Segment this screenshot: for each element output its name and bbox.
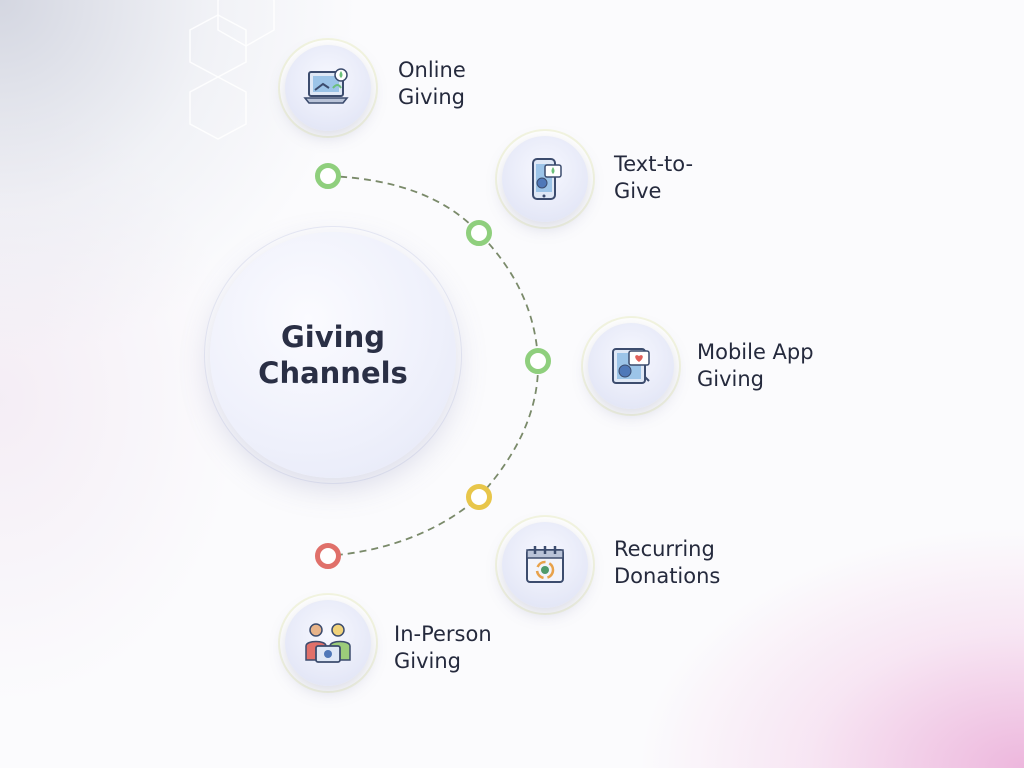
channel-label-online-giving: Online Giving bbox=[398, 57, 466, 111]
node-ring-mobile bbox=[525, 348, 551, 374]
node-ring-online bbox=[315, 163, 341, 189]
channel-label-line2: Giving bbox=[394, 649, 462, 673]
channel-label-line1: Recurring bbox=[614, 537, 715, 561]
center-title: Giving Channels bbox=[258, 320, 408, 390]
channel-badge-online-giving bbox=[285, 45, 371, 131]
laptop-donation-icon bbox=[303, 68, 349, 104]
hexagon-pattern-decoration bbox=[189, 0, 275, 140]
channel-label-mobile-app-giving: Mobile App Giving bbox=[697, 339, 814, 393]
channel-label-line2: Donations bbox=[614, 564, 721, 588]
channel-label-recurring-donations: Recurring Donations bbox=[614, 536, 720, 590]
channel-label-text-to-give: Text-to- Give bbox=[614, 151, 693, 205]
channel-label-line1: Text-to- bbox=[614, 152, 694, 176]
tablet-heart-icon bbox=[612, 348, 650, 384]
node-ring-recurring bbox=[466, 484, 492, 510]
channel-badge-recurring-donations bbox=[502, 522, 588, 608]
channel-badge-text-to-give bbox=[502, 136, 588, 222]
center-circle: Giving Channels bbox=[210, 232, 456, 478]
channel-badge-mobile-app-giving bbox=[588, 323, 674, 409]
node-ring-in-person bbox=[315, 543, 341, 569]
channel-label-line1: Mobile App bbox=[697, 340, 814, 364]
people-donation-box-icon bbox=[305, 623, 351, 663]
node-ring-text bbox=[466, 220, 492, 246]
channel-label-line1: Online bbox=[398, 58, 466, 82]
phone-message-icon bbox=[532, 158, 562, 200]
channel-badge-in-person-giving bbox=[285, 600, 371, 686]
channel-label-line1: In-Person bbox=[394, 622, 492, 646]
channel-label-in-person-giving: In-Person Giving bbox=[394, 621, 492, 675]
channel-label-line2: Give bbox=[614, 179, 662, 203]
channel-label-line2: Giving bbox=[398, 85, 466, 109]
calendar-recurring-icon bbox=[526, 546, 564, 583]
channel-label-line2: Giving bbox=[697, 367, 765, 391]
